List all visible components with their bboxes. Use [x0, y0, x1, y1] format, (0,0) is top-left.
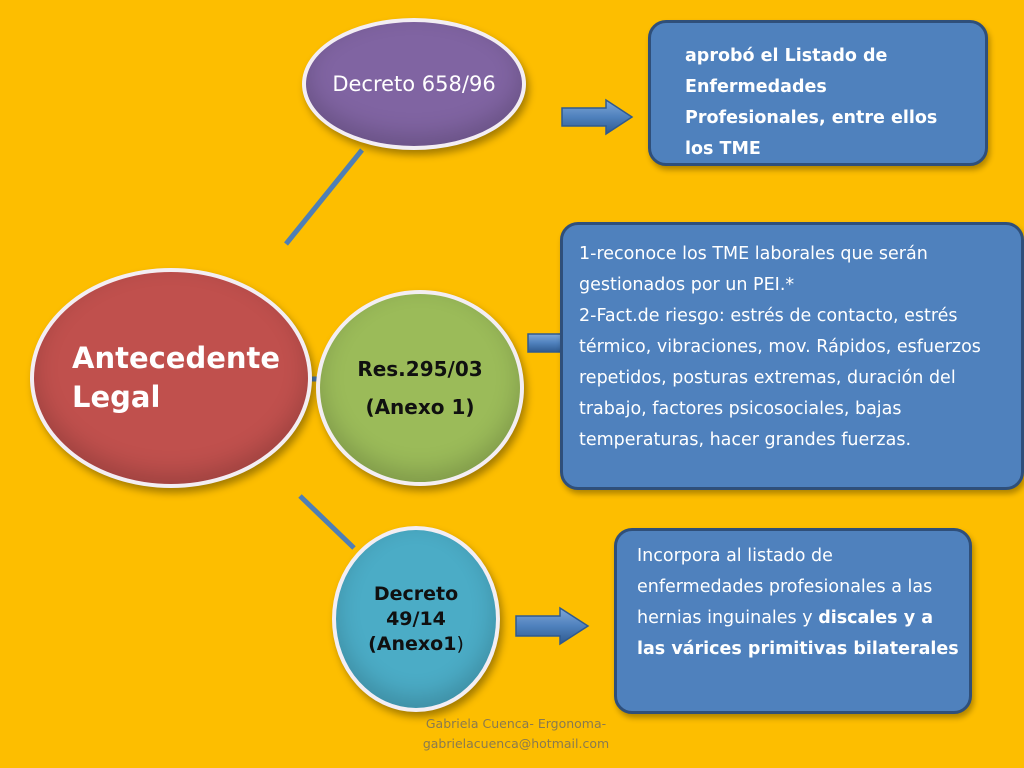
footer-line1: Gabriela Cuenca- Ergonoma-	[425, 716, 607, 731]
node-decreto-49-label: Decreto 49/14 (Anexo1)	[368, 582, 464, 657]
decreto-49-line1: Decreto	[373, 582, 459, 605]
decreto-49-line3: (Anexo1	[368, 632, 457, 655]
box-decreto-658-text: aprobó el Listado de Enfermedades Profes…	[685, 46, 938, 159]
connector-line-decreto-49	[298, 494, 356, 550]
res-295-line1: Res.295/03	[357, 357, 483, 381]
node-res-295: Res.295/03 (Anexo 1)	[316, 290, 524, 486]
box-res-295-item1: 1-reconoce los TME laborales que serán g…	[579, 244, 928, 295]
node-decreto-49: Decreto 49/14 (Anexo1)	[332, 526, 500, 712]
connector-line-decreto-658	[284, 148, 364, 246]
arrow-right-icon	[515, 606, 590, 646]
box-decreto-658-description: aprobó el Listado de Enfermedades Profes…	[648, 20, 988, 166]
arrow-right-icon	[561, 98, 634, 136]
node-antecedente-legal-label: Antecedente Legal	[72, 339, 280, 417]
arrow-connector-res	[527, 333, 563, 353]
footer-line2: gabrielacuenca@hotmail.com	[422, 736, 610, 751]
node-res-295-label: Res.295/03 (Anexo 1)	[357, 350, 482, 426]
footer-credit: Gabriela Cuenca- Ergonoma- gabrielacuenc…	[380, 714, 652, 754]
box-res-295-description: 1-reconoce los TME laborales que serán g…	[560, 222, 1024, 490]
root-line2: Legal	[72, 380, 161, 414]
decreto-49-line2: 49/14	[386, 607, 446, 630]
node-decreto-658: Decreto 658/96	[302, 18, 526, 150]
box-decreto-49-bold-text: discales y a las várices primitivas bila…	[637, 608, 959, 659]
box-decreto-49-description: Incorpora al listado de enfermedades pro…	[614, 528, 972, 714]
root-line1: Antecedente	[72, 341, 281, 375]
node-antecedente-legal: Antecedente Legal	[30, 268, 312, 488]
node-decreto-658-label: Decreto 658/96	[332, 72, 496, 96]
box-decreto-49-text: Incorpora al listado de enfermedades pro…	[637, 546, 933, 628]
decreto-49-line3-close: )	[456, 632, 464, 655]
box-res-295-item2: 2-Fact.de riesgo: estrés de contacto, es…	[579, 306, 981, 450]
res-295-line2: (Anexo 1)	[365, 395, 475, 419]
